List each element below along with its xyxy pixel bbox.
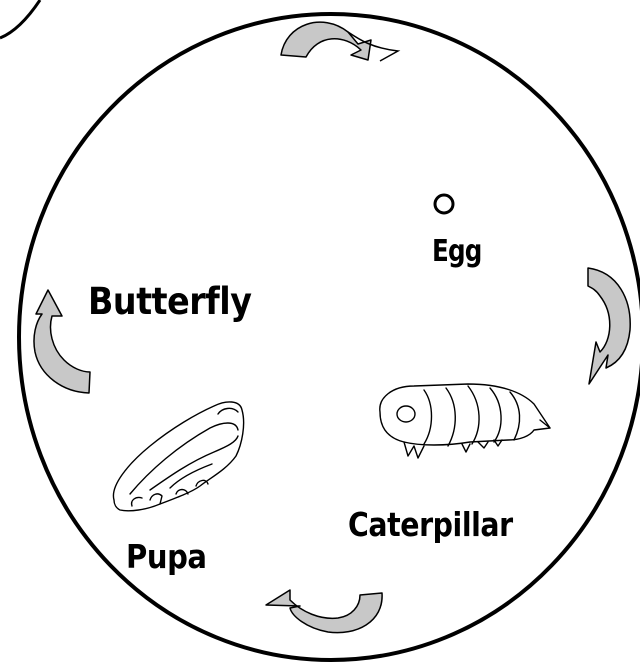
pupa-icon bbox=[113, 402, 243, 511]
cycle-arrow-icon bbox=[266, 590, 382, 633]
egg-label: Egg bbox=[432, 237, 482, 267]
pupa-label: Pupa bbox=[126, 540, 207, 573]
corner-circle-fragment bbox=[0, 0, 40, 38]
butterfly-label: Butterfly bbox=[88, 283, 251, 320]
egg-icon bbox=[435, 195, 453, 213]
caterpillar-icon bbox=[380, 384, 550, 458]
cycle-arrow-icon bbox=[281, 22, 398, 61]
cycle-arrow-icon bbox=[588, 268, 630, 384]
cycle-arrow-icon bbox=[34, 290, 90, 393]
cycle-circle bbox=[19, 14, 640, 660]
caterpillar-label: Caterpillar bbox=[348, 508, 513, 541]
